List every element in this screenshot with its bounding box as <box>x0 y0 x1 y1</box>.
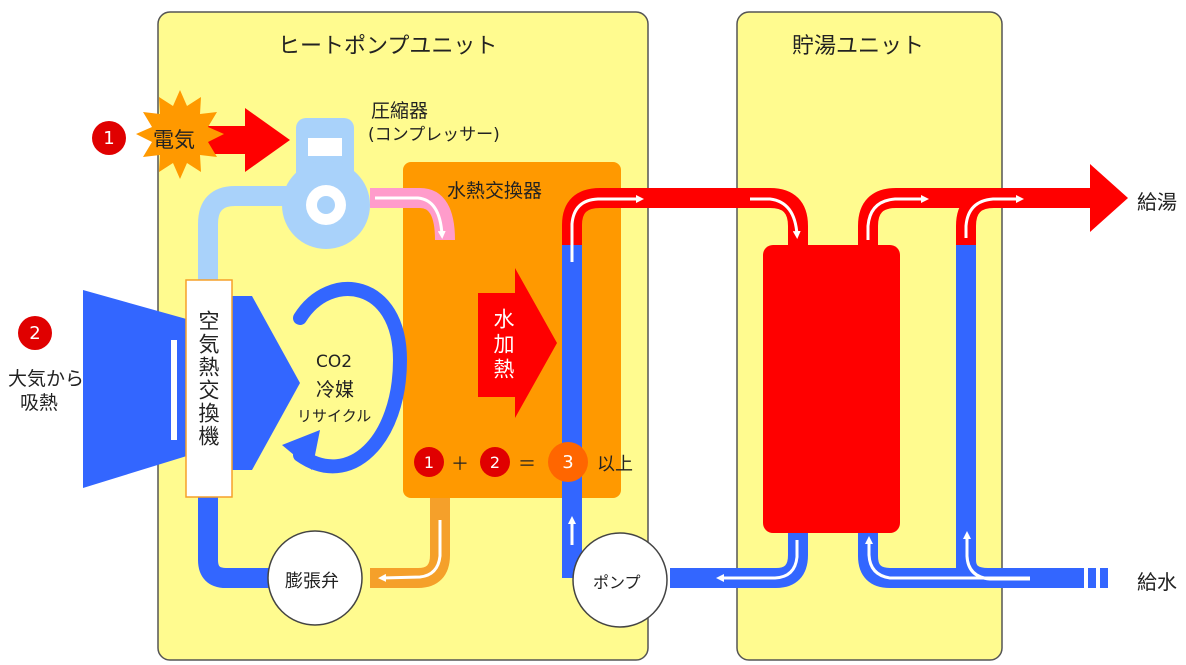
compressor-label: 圧縮器 <box>371 100 429 122</box>
heat-pump-unit-title: ヒートポンプユニット <box>278 34 498 59</box>
electricity-arrow <box>195 108 290 172</box>
hot-water-outlet-arrow <box>1090 164 1128 232</box>
water-supply-label: 給水 <box>1137 570 1177 594</box>
supply-pipe-dash-1 <box>1088 568 1096 588</box>
hot-water-supply-label: 給湯 <box>1137 190 1177 214</box>
electricity-label: 電気 <box>153 128 195 152</box>
water-heating-arrow <box>478 268 557 418</box>
pump-circle <box>572 532 668 628</box>
flow-arrow-hot-3 <box>866 195 929 240</box>
electricity-burst <box>136 90 224 179</box>
flow-arrow-hot-1 <box>570 195 644 262</box>
water-heating-label: 水加熱 <box>491 308 515 383</box>
flow-arrow-orange <box>378 520 442 582</box>
air-heat-label-line1: 大気から <box>8 368 85 390</box>
refrigerant-recycle-loop <box>293 282 408 474</box>
refrigerant-recycle-arrowhead <box>282 430 320 470</box>
flow-arrow-hot-4 <box>964 195 1024 238</box>
flow-arrow-return-1 <box>716 540 799 582</box>
supply-pipe-dash-2 <box>1100 568 1108 588</box>
expansion-valve-label: 膨張弁 <box>285 571 339 592</box>
compressor-slot <box>308 138 342 156</box>
air-heat-exchanger-box <box>185 279 233 498</box>
equation-badge-3: 3 <box>548 442 588 482</box>
refrigerant-label-name: 冷媒 <box>316 379 355 401</box>
air-heat-label-line2: 吸熱 <box>20 392 59 414</box>
air-intake-slit <box>171 340 177 440</box>
water-heat-exchanger-label: 水熱交換器 <box>447 180 543 202</box>
pump-label: ポンプ <box>593 573 641 592</box>
flow-arrow-hot-2 <box>750 197 801 239</box>
electricity-number-badge: 1 <box>92 121 126 155</box>
equation-equals: ＝ <box>518 454 536 475</box>
equation-suffix: 以上 <box>597 454 633 475</box>
equation-badge-2: 2 <box>480 447 510 477</box>
flow-arrow-supply-1 <box>865 536 1030 580</box>
pipe-compressor-to-air-hx <box>198 186 290 285</box>
air-heat-number-badge: 2 <box>18 316 52 350</box>
refrigerant-label-recycle: リサイクル <box>297 407 372 425</box>
flow-arrow-supply-2 <box>963 531 1030 581</box>
flow-arrow-pink <box>375 196 446 239</box>
expansion-valve-circle <box>267 530 363 626</box>
compressor-hub <box>317 196 335 214</box>
air-heat-arrow <box>230 296 300 470</box>
refrigerant-label-co2: CO2 <box>316 352 353 372</box>
compressor-sublabel: (コンプレッサー) <box>368 125 500 145</box>
air-heat-exchanger-label: 空気熱交換機 <box>196 310 220 448</box>
equation-badge-1: 1 <box>414 447 444 477</box>
equation-plus: ＋ <box>451 454 469 475</box>
pipe-air-hx-to-valve <box>198 490 270 588</box>
air-intake-shape <box>83 290 190 488</box>
hot-water-tank <box>763 245 900 533</box>
storage-unit-title: 貯湯ユニット <box>792 34 925 59</box>
